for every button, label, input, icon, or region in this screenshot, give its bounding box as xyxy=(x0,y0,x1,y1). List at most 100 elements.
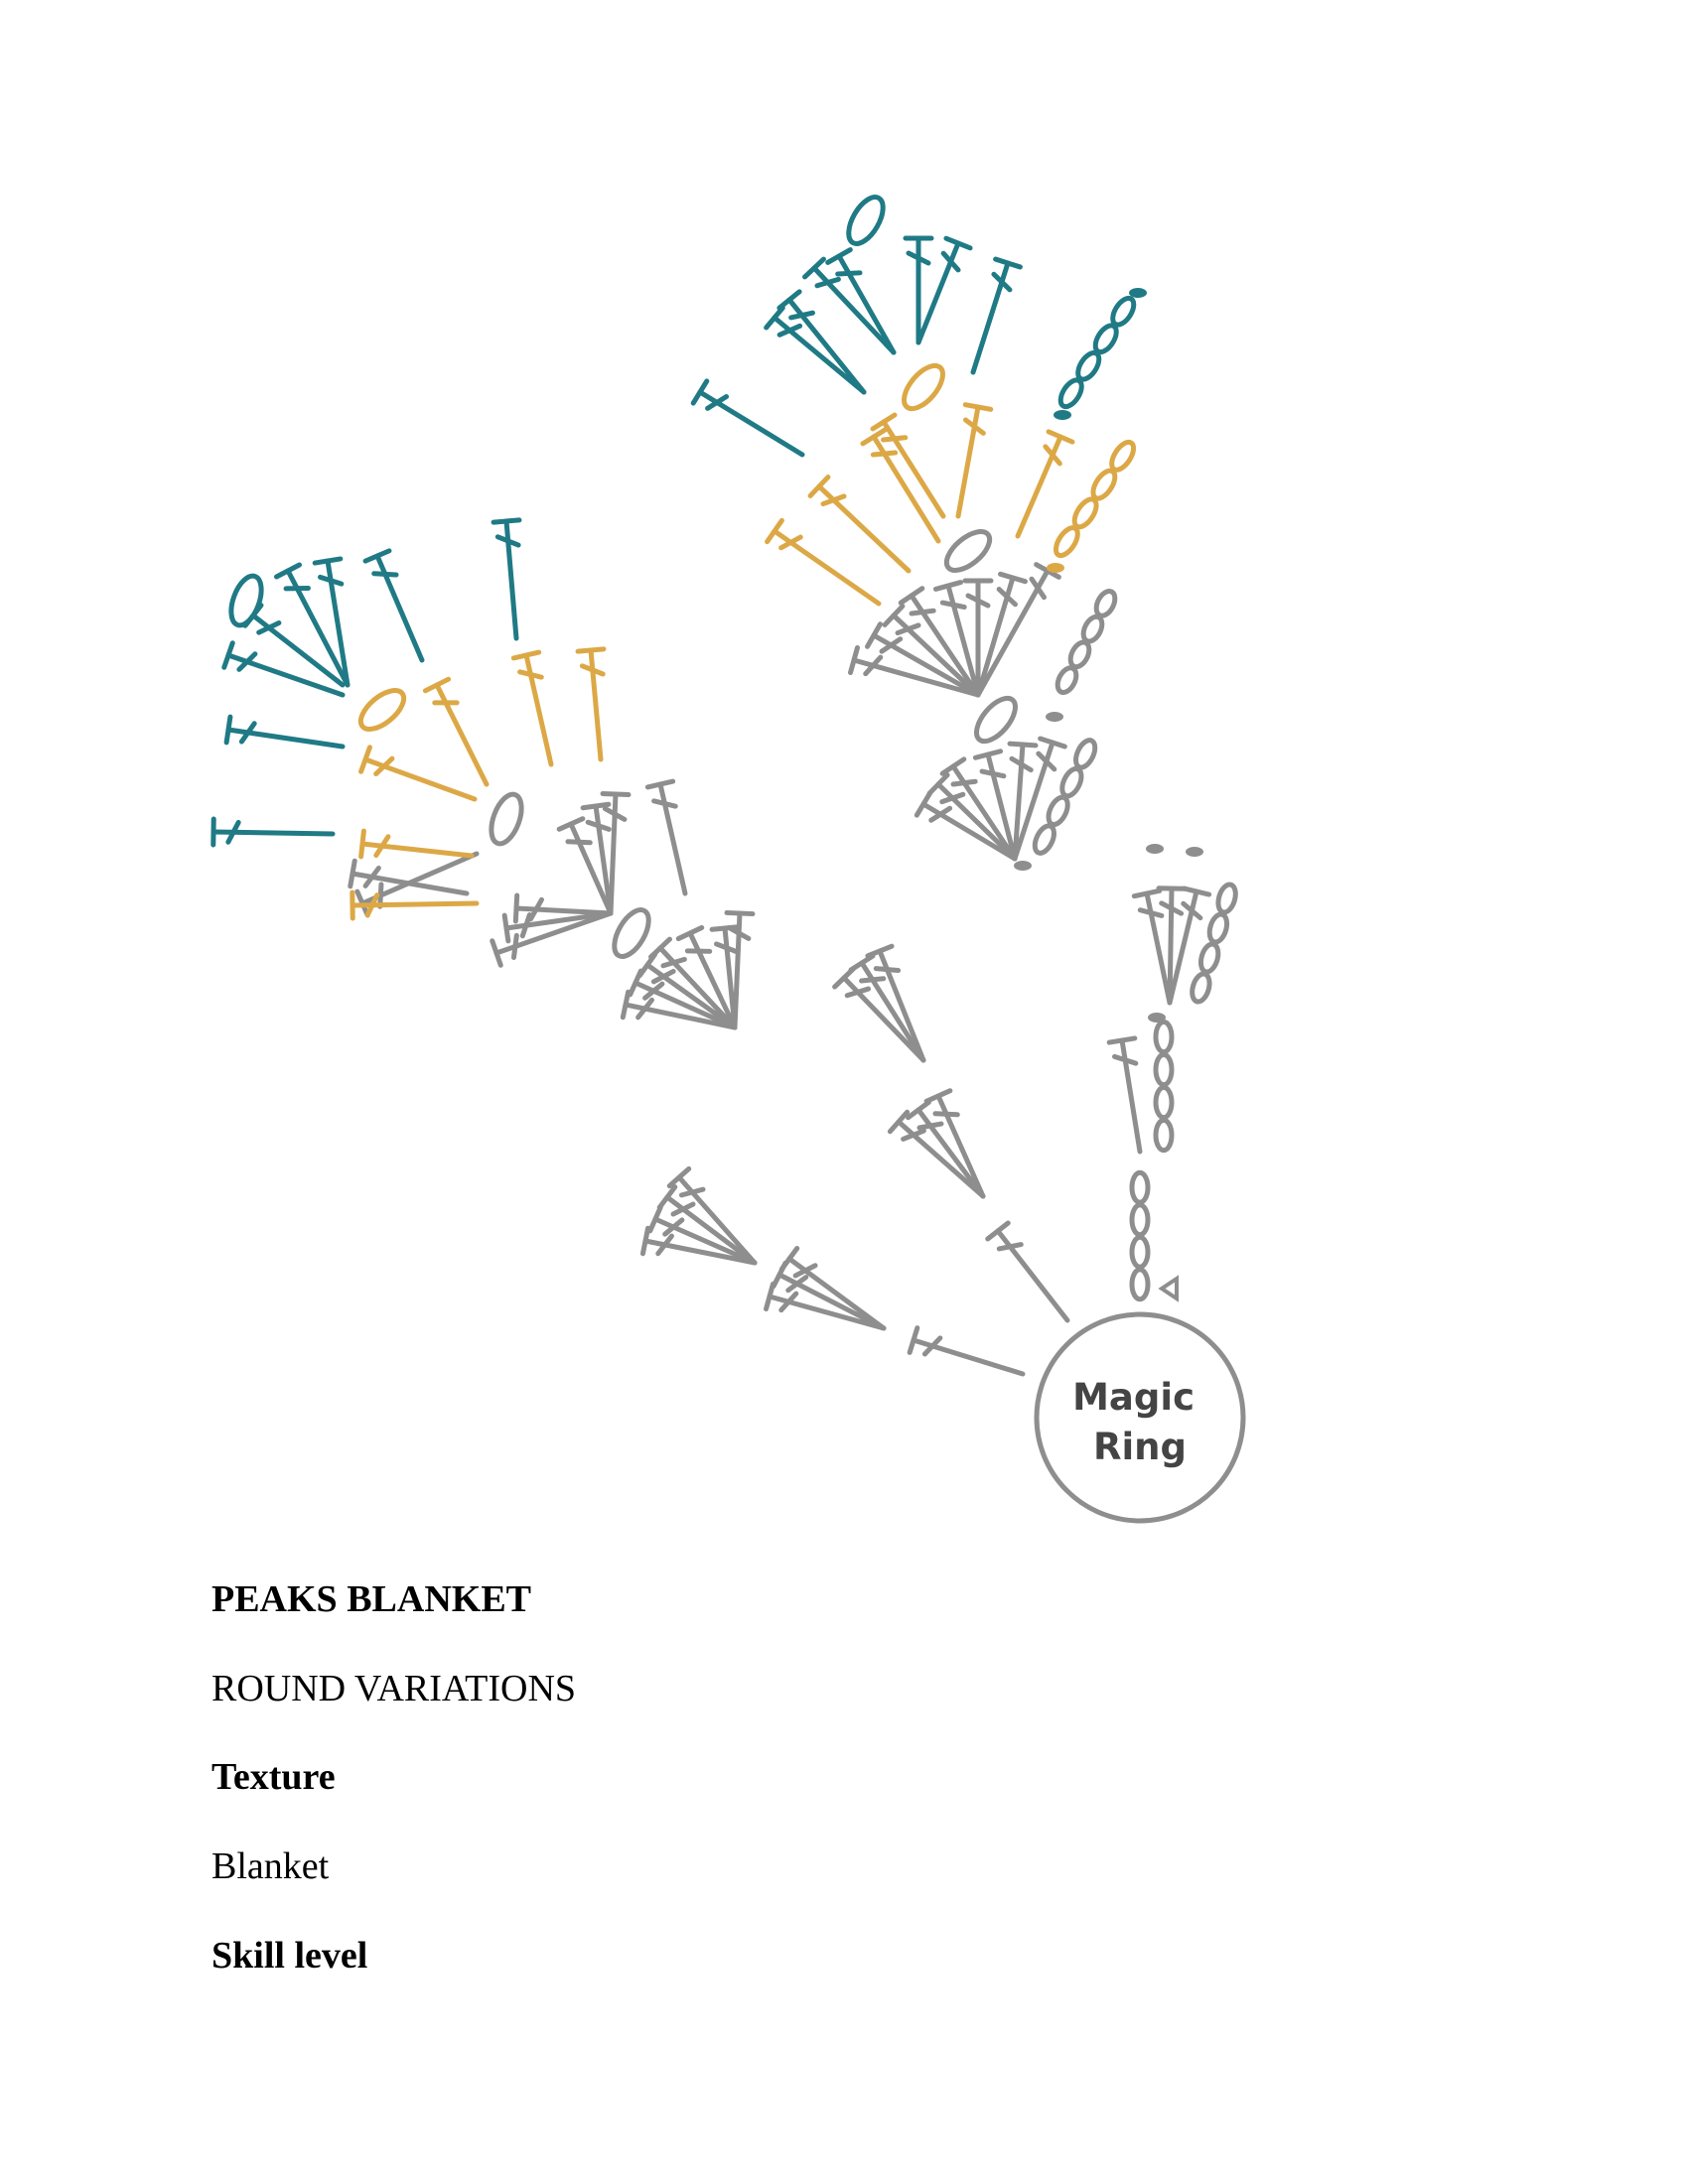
double-crochet-icon xyxy=(1015,429,1075,539)
double-crochet-icon xyxy=(675,924,738,1030)
double-crochet-icon xyxy=(914,790,1018,862)
double-crochet-icon xyxy=(273,562,351,688)
double-crochet-icon xyxy=(1156,886,1188,1006)
double-crochet-icon xyxy=(898,586,981,698)
double-crochet-icon xyxy=(802,256,897,355)
double-crochet-icon xyxy=(903,235,934,345)
double-crochet-icon xyxy=(1007,741,1039,862)
double-crochet-icon xyxy=(600,790,632,916)
double-crochet-icon xyxy=(865,943,926,1063)
double-crochet-icon xyxy=(972,749,1018,862)
double-crochet-icon xyxy=(975,562,1061,698)
double-crochet-icon xyxy=(923,1088,986,1199)
double-crochet-icon xyxy=(1106,1035,1143,1155)
double-crochet-icon xyxy=(847,644,981,698)
double-crochet-icon xyxy=(870,412,946,519)
slip-stitch-icon xyxy=(1148,1013,1166,1023)
double-crochet-icon xyxy=(955,402,994,519)
chain-icon xyxy=(1190,882,1238,1005)
double-crochet-icon xyxy=(350,889,480,921)
double-crochet-icon xyxy=(932,580,981,698)
double-crochet-icon xyxy=(510,649,554,767)
picot-icon xyxy=(846,195,886,246)
start-marker-icon xyxy=(1158,1275,1179,1302)
chain-icon xyxy=(1129,1169,1151,1302)
skill-level-heading: Skill level xyxy=(211,1935,368,1977)
svg-text:Magic Ring: Magic Ring xyxy=(1072,1376,1207,1468)
double-crochet-icon xyxy=(211,816,336,848)
double-crochet-icon xyxy=(907,1325,1026,1377)
double-crochet-icon xyxy=(556,816,614,916)
double-crochet-icon xyxy=(926,772,1018,862)
slip-stitch-icon xyxy=(1014,861,1032,871)
picot-icon xyxy=(902,362,945,412)
double-crochet-icon xyxy=(860,427,941,544)
picot-icon xyxy=(489,791,524,847)
picot-icon xyxy=(974,695,1018,745)
double-crochet-icon xyxy=(962,578,994,698)
double-crochet-icon xyxy=(512,892,614,924)
double-crochet-icon xyxy=(690,378,805,458)
double-crochet-icon xyxy=(348,858,470,896)
double-crochet-icon xyxy=(848,953,926,1063)
document-title: PEAKS BLANKET xyxy=(211,1578,532,1620)
double-crochet-icon xyxy=(1167,886,1212,1006)
double-crochet-icon xyxy=(358,745,478,802)
double-crochet-icon xyxy=(865,621,981,698)
slip-stitch-icon xyxy=(1047,563,1064,573)
document-subtitle: ROUND VARIATIONS xyxy=(211,1668,577,1709)
double-crochet-icon xyxy=(648,936,738,1030)
slip-stitch-icon xyxy=(1129,288,1147,298)
double-crochet-icon xyxy=(915,235,973,345)
double-crochet-icon xyxy=(312,556,351,688)
chain-icon xyxy=(1053,439,1137,559)
picot-icon xyxy=(612,907,651,959)
picot-icon xyxy=(943,529,993,573)
slip-stitch-icon xyxy=(1046,712,1063,722)
slip-stitch-icon xyxy=(1186,847,1203,857)
magic-ring-label-line2: Ring xyxy=(1093,1426,1187,1468)
double-crochet-icon xyxy=(825,247,897,355)
magic-ring: Magic Ring xyxy=(1034,1311,1246,1524)
slip-stitch-icon xyxy=(1054,410,1071,420)
double-crochet-icon xyxy=(491,517,522,641)
double-crochet-icon xyxy=(1012,736,1067,862)
double-crochet-icon xyxy=(975,571,1028,698)
double-crochet-icon xyxy=(362,548,425,663)
double-crochet-icon xyxy=(906,1099,986,1199)
chain-icon xyxy=(1032,738,1098,856)
double-crochet-icon xyxy=(501,910,614,944)
double-crochet-icon xyxy=(765,517,882,607)
double-crochet-icon xyxy=(882,604,981,698)
double-crochet-icon xyxy=(666,1165,758,1266)
double-crochet-icon xyxy=(490,910,614,968)
double-crochet-icon xyxy=(832,966,926,1063)
double-crochet-icon xyxy=(764,1281,887,1331)
chain-icon xyxy=(1055,588,1118,696)
double-crochet-icon xyxy=(970,256,1023,375)
double-crochet-icon xyxy=(620,989,738,1030)
picot-icon xyxy=(357,688,407,732)
double-crochet-icon xyxy=(807,475,912,574)
double-crochet-icon xyxy=(575,646,607,762)
stitch-symbols xyxy=(211,195,1238,1377)
double-crochet-icon xyxy=(887,1109,986,1199)
double-crochet-icon xyxy=(939,756,1018,862)
double-crochet-icon xyxy=(985,1220,1070,1323)
double-crochet-icon xyxy=(358,828,475,860)
chain-icon xyxy=(1153,1019,1175,1154)
double-crochet-icon xyxy=(221,640,346,698)
double-crochet-icon xyxy=(776,289,867,395)
magic-ring-label-line1: Magic xyxy=(1072,1376,1195,1419)
double-crochet-icon xyxy=(778,1246,887,1331)
texture-heading: Texture xyxy=(211,1756,336,1798)
double-crochet-icon xyxy=(223,714,346,750)
double-crochet-icon xyxy=(656,1184,758,1266)
double-crochet-icon xyxy=(422,676,490,787)
double-crochet-icon xyxy=(644,778,688,896)
double-crochet-icon xyxy=(724,909,756,1030)
double-crochet-icon xyxy=(580,801,614,916)
slip-stitch-icon xyxy=(1146,844,1164,854)
double-crochet-icon xyxy=(764,305,867,395)
double-crochet-icon xyxy=(639,1225,758,1266)
